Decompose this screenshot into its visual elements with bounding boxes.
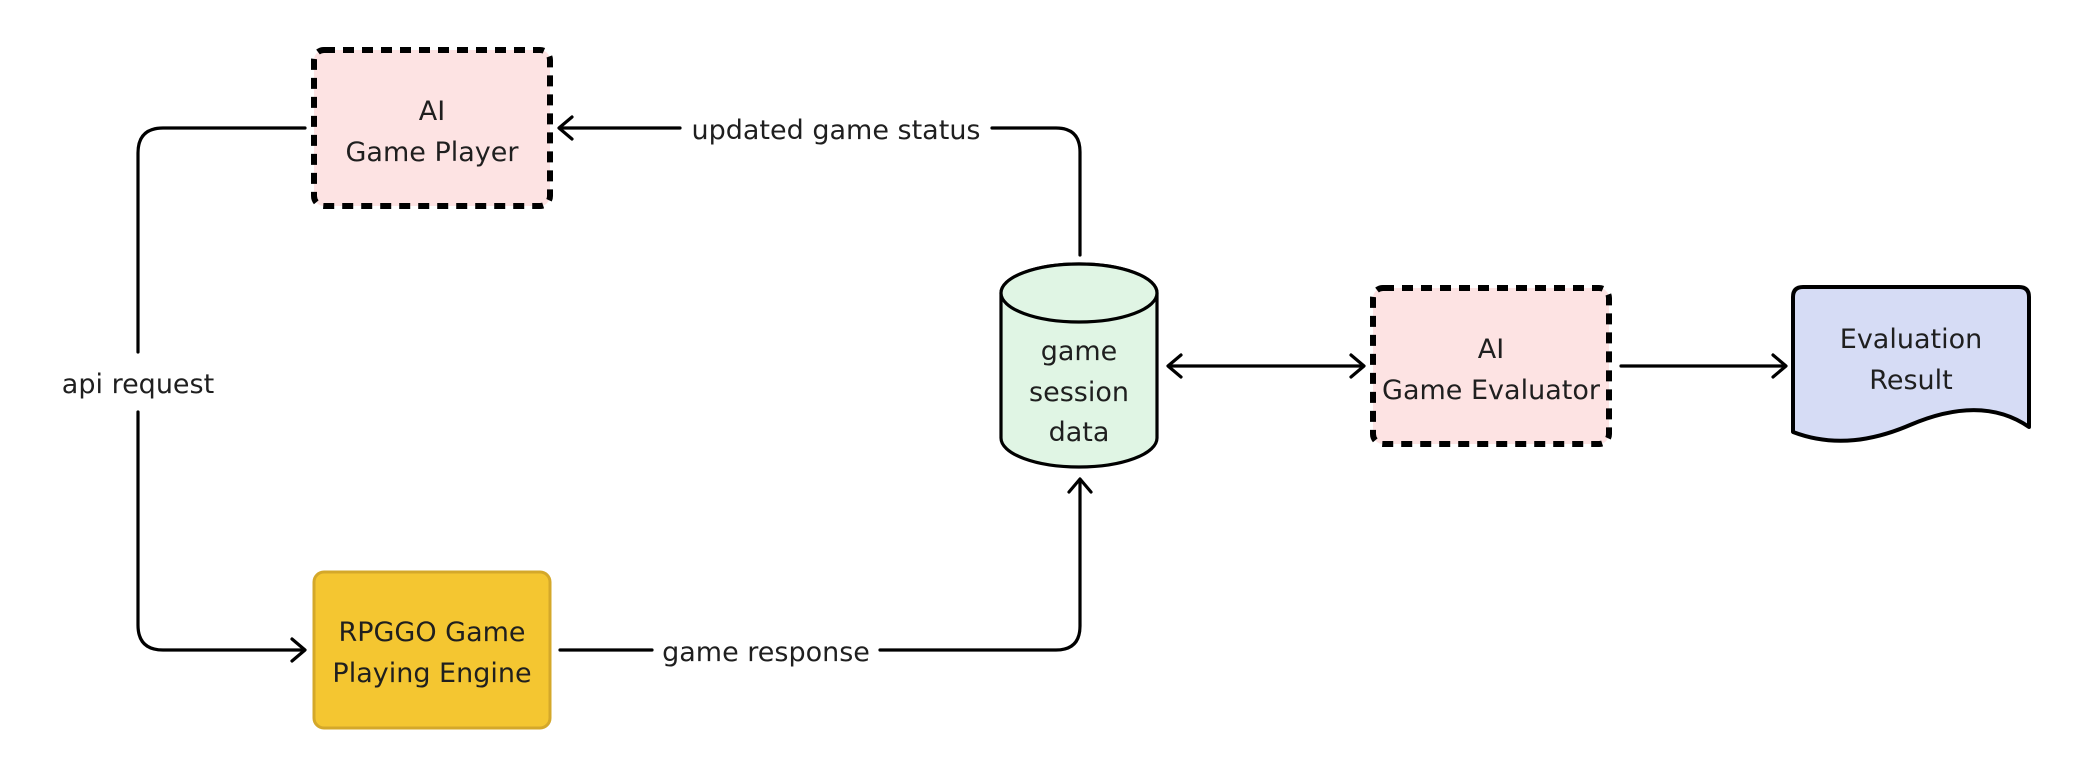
edge-updated-game-status-right [990,126,1082,257]
node-evaluation-result: Evaluation Result [1791,285,2031,443]
node-rpggo-engine: RPGGO Game Playing Engine [312,570,552,730]
arrowhead-into-session-data [1067,477,1093,494]
arrowhead-into-session-data-side [1166,353,1183,379]
node-ai-game-player-shape [311,47,553,209]
node-evaluation-result-shape [1791,285,2031,443]
arrowhead-into-evaluator [1349,353,1366,379]
node-game-session-data-line2: session [1029,377,1129,408]
arrowhead-into-player [557,115,574,141]
node-game-session-data-line1: game [1041,336,1118,367]
label-game-response: game response [662,637,870,668]
node-evaluation-result-line1: Evaluation [1840,324,1982,355]
node-game-session-data-line3: data [1049,417,1110,448]
node-ai-game-player: AI Game Player [311,47,553,209]
node-ai-game-evaluator-line1: AI [1478,334,1504,365]
node-rpggo-engine-shape [312,570,552,730]
node-evaluation-result-line2: Result [1869,365,1952,396]
node-rpggo-engine-line1: RPGGO Game [338,617,525,648]
arrowhead-into-result [1771,353,1788,379]
node-ai-game-player-line2: Game Player [346,137,520,168]
edge-game-response-right [878,479,1082,652]
node-ai-game-evaluator: AI Game Evaluator [1370,285,1612,447]
edge-api-request-top [136,126,307,354]
node-game-session-data: game session data [999,262,1159,469]
label-updated-game-status: updated game status [692,115,981,146]
node-ai-game-evaluator-line2: Game Evaluator [1382,375,1601,406]
arrowhead-into-engine [290,637,307,663]
node-game-session-data-top [999,262,1159,324]
node-ai-game-evaluator-shape [1370,285,1612,447]
label-api-request: api request [62,369,214,400]
edge-api-request-bottom [136,410,304,652]
node-ai-game-player-line1: AI [419,96,445,127]
node-rpggo-engine-line2: Playing Engine [332,658,531,689]
